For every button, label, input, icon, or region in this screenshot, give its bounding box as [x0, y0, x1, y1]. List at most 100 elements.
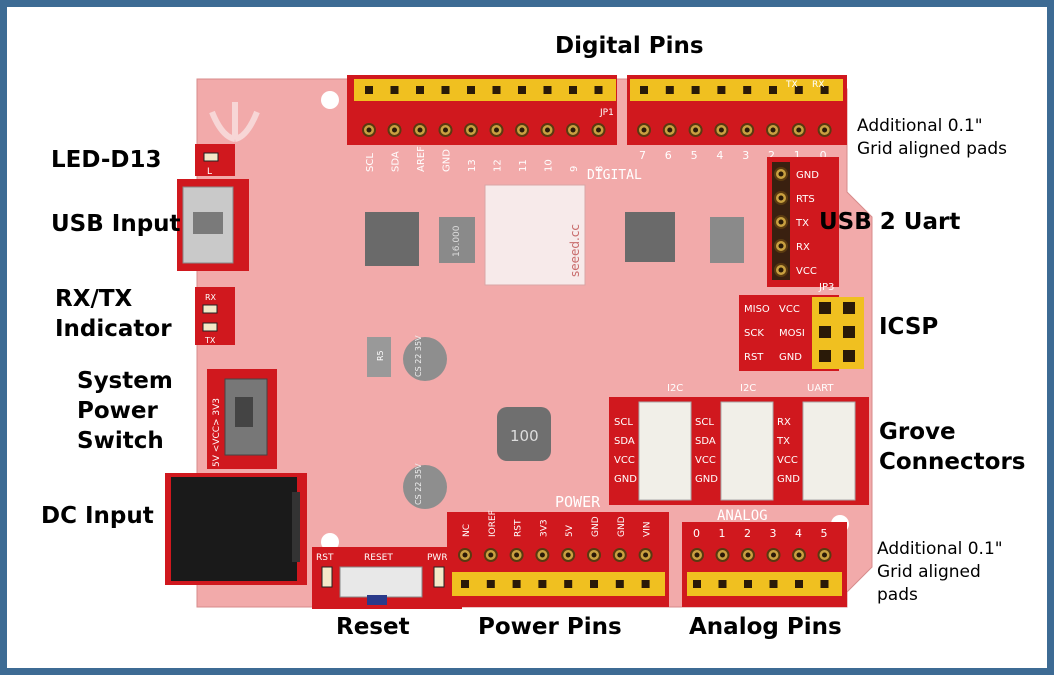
power-switch-knob — [235, 397, 253, 427]
power-pin-pad-drill — [643, 552, 649, 558]
power-pin-pad-drill — [488, 552, 494, 558]
grove-pin-label: SDA — [695, 436, 716, 447]
digital-pin-pad-drill — [468, 127, 474, 133]
rx-tx-led-area — [195, 287, 235, 345]
header-pin — [518, 86, 526, 94]
dc-jack — [171, 477, 297, 581]
header-pin — [769, 86, 777, 94]
header-pin — [717, 86, 726, 94]
label-additional-pads-top: Additional 0.1" Grid aligned pads — [857, 116, 1008, 159]
silk-brand: seeed.cc — [568, 224, 582, 277]
digital-pin-label: 13 — [467, 159, 478, 172]
microcontroller-chip — [365, 212, 419, 266]
seeed-logo — [209, 102, 260, 142]
header-pin — [594, 86, 603, 94]
grove-i2c-a — [638, 401, 692, 501]
header-pin — [691, 86, 700, 94]
label-system-power-switch: System Power Switch — [77, 368, 173, 454]
label-reset: Reset — [336, 614, 410, 640]
power-pin-label: GND — [591, 516, 601, 537]
silk-cap-1: CS 22 35V — [414, 335, 423, 377]
led-d13 — [203, 152, 219, 162]
digital-pin-pad-drill — [494, 127, 499, 133]
silk-reset: RESET — [364, 553, 393, 563]
icsp-pin — [819, 326, 831, 338]
header-pin — [744, 580, 752, 588]
header-pin — [416, 86, 424, 94]
dc-jack-side — [292, 492, 300, 562]
label-digital-pins: Digital Pins — [555, 33, 704, 59]
mounting-hole — [321, 91, 339, 109]
analog-pin-pad-drill — [822, 552, 827, 558]
grove-pin-label: RX — [777, 417, 791, 428]
silk-power: POWER — [555, 493, 601, 511]
icsp-pin — [843, 350, 855, 362]
digital-pin-pad-drill — [770, 127, 776, 133]
digital-pin-label: GND — [442, 149, 453, 172]
digital-pin-pad-drill — [693, 127, 699, 133]
header-pin — [615, 580, 624, 588]
silk-grove-i2c-b-title: I2C — [740, 383, 756, 394]
silk-rx-led: RX — [205, 293, 217, 302]
digital-pin-pad-drill — [366, 127, 372, 133]
uart-pin-label: VCC — [796, 266, 817, 277]
grove-pin-label: SCL — [695, 417, 714, 428]
analog-pin-pad-drill — [694, 552, 700, 558]
header-pin — [693, 580, 701, 588]
header-pin — [718, 580, 727, 588]
uart-pin-pad-drill — [778, 171, 784, 177]
power-pin-pad-drill — [514, 552, 520, 558]
grove-pin-label: VCC — [695, 455, 716, 466]
inductor — [497, 407, 551, 461]
header-pin — [543, 86, 552, 94]
digital-pin-label: SDA — [391, 151, 402, 172]
header-pin — [641, 580, 650, 588]
power-pin-pad-drill — [539, 552, 545, 558]
capacitor-1 — [403, 337, 447, 381]
digital-header-left — [354, 79, 616, 101]
analog-pin-pad-drill — [771, 552, 776, 558]
power-pin-label: 5V — [565, 524, 575, 537]
digital-pin-label: 3 — [742, 149, 749, 162]
silk-pwr: PWR — [427, 553, 448, 563]
silk-analog: ANALOG — [717, 508, 768, 524]
uart-pin-label: RX — [796, 242, 810, 253]
silk-inductor: 100 — [510, 427, 539, 445]
grove-pin-label: GND — [614, 474, 637, 485]
silk-led-l: L — [207, 167, 212, 177]
digital-pin-label: 10 — [544, 159, 555, 172]
silk-r5: R5 — [376, 350, 385, 361]
analog-pin-label: 2 — [744, 527, 751, 540]
power-pin-label: RST — [514, 519, 524, 537]
power-pin-pad-drill — [617, 552, 623, 558]
digital-pin-pad-drill — [744, 127, 750, 133]
header-pin — [538, 580, 547, 588]
grove-i2c-b — [720, 401, 774, 501]
regulator — [367, 337, 391, 377]
grove-uart — [802, 401, 856, 501]
header-pin — [769, 580, 778, 588]
uart-pin-pad-drill — [778, 195, 784, 201]
grove-pin-label: GND — [695, 474, 718, 485]
header-pin — [564, 580, 573, 588]
header-pin — [486, 580, 495, 588]
analog-pin-label: 0 — [693, 527, 700, 540]
analog-pin-pad-drill — [796, 552, 802, 558]
analog-header — [687, 572, 842, 596]
icsp-pin-label: RST — [744, 352, 764, 363]
header-pin — [492, 86, 501, 94]
power-pin-label: 3V3 — [539, 519, 549, 537]
crystal-2 — [710, 217, 744, 263]
silk-jp1: JP1 — [599, 108, 614, 118]
digital-pin-label: 4 — [716, 149, 723, 162]
header-pin — [794, 86, 803, 94]
reset-button — [339, 566, 423, 598]
silk-grove-uart-title: UART — [807, 383, 834, 394]
uart-pin-pad-drill — [778, 243, 784, 249]
icsp-pin-label: MISO — [744, 304, 770, 315]
grove-pin-label: VCC — [777, 455, 798, 466]
label-led-d13: LED-D13 — [51, 147, 162, 173]
silk-cap-2: CS 22 35V — [414, 463, 423, 505]
label-power-pins: Power Pins — [478, 614, 622, 640]
analog-pin-pad-drill — [720, 552, 725, 558]
